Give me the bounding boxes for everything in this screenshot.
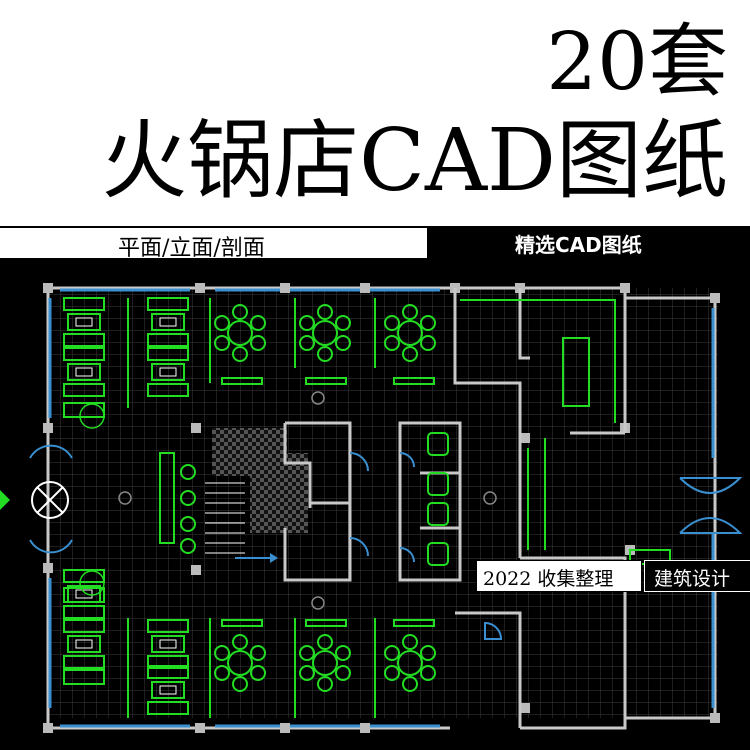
year-badge: 2022 收集整理 xyxy=(476,560,642,592)
entry-arrow xyxy=(0,490,10,510)
center-rooms xyxy=(283,421,462,582)
windows xyxy=(48,288,715,728)
kitchen-walls xyxy=(453,288,627,728)
subtitle-band-left: 平面/立面/剖面 xyxy=(0,226,427,261)
service-points xyxy=(118,391,497,610)
entrance-door-left xyxy=(29,444,73,554)
subtitle-right: 精选CAD图纸 xyxy=(515,233,642,257)
floor-plan-drawing xyxy=(0,283,743,733)
stair-core xyxy=(205,428,308,563)
kitchen-counters xyxy=(460,299,671,565)
subtitle-band-right: 精选CAD图纸 xyxy=(427,226,750,258)
year-note: 2022 收集整理 xyxy=(483,568,614,590)
bar-counter xyxy=(159,452,196,554)
entrance-door-right xyxy=(679,477,743,534)
subtitle-left: 平面/立面/剖面 xyxy=(118,236,265,261)
category-label: 建筑设计 xyxy=(654,568,731,590)
category-badge: 建筑设计 xyxy=(644,560,750,592)
title-line-1: 20套 xyxy=(546,15,728,108)
booth-partitions xyxy=(127,298,376,718)
cad-floor-plan xyxy=(0,258,750,750)
restroom-fixtures xyxy=(427,432,449,566)
title-line-2: 火锅店CAD图纸 xyxy=(101,111,728,211)
